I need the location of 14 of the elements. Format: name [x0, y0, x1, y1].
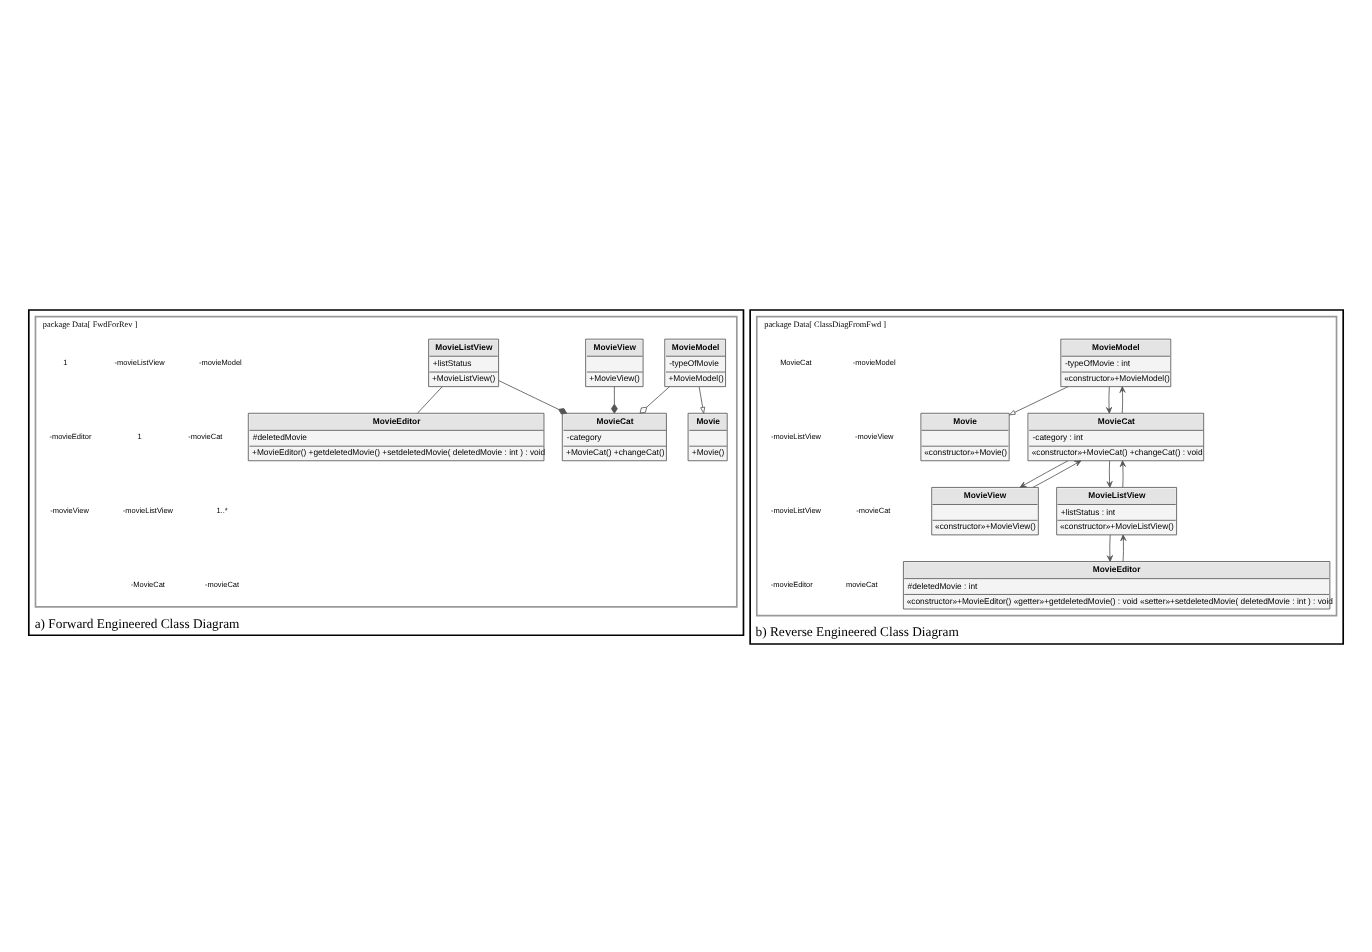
- connector: [417, 385, 443, 413]
- arrow: [1106, 385, 1113, 413]
- arrow: [1008, 385, 1069, 415]
- arrow: [1119, 385, 1126, 413]
- arrow: [1119, 459, 1126, 487]
- arrow: [1019, 459, 1069, 487]
- connector: [498, 379, 568, 414]
- arrow: [1032, 459, 1082, 487]
- arrow: [1106, 459, 1113, 487]
- arrow: [698, 385, 706, 413]
- connector: [610, 385, 618, 413]
- arrow: [1106, 533, 1113, 561]
- arrow: [1120, 533, 1127, 561]
- connector: [639, 385, 670, 413]
